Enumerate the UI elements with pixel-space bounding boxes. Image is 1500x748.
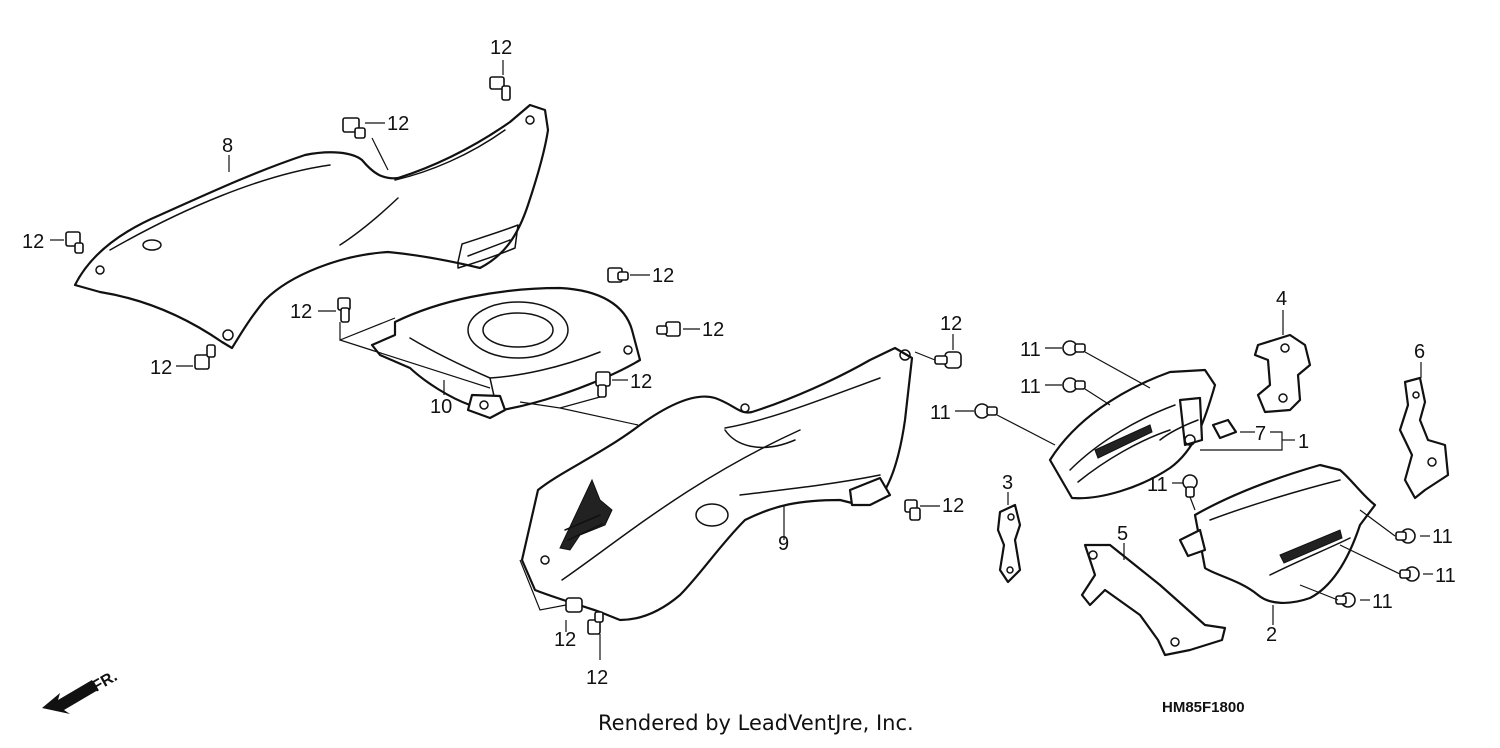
callout-11: 11	[1435, 565, 1456, 587]
callout-11: 11	[1020, 339, 1041, 361]
bolt-12-bottom-left	[194, 344, 216, 370]
bolt-12-tank-left	[337, 297, 351, 323]
part-10-tank-cover	[370, 286, 642, 420]
leader-lines	[50, 60, 1433, 660]
callout-7: 7	[1255, 423, 1266, 445]
callout-11: 11	[1020, 376, 1041, 398]
fasteners	[65, 76, 1420, 635]
bolt-12-tank-bottom	[595, 371, 611, 398]
callout-12: 12	[490, 37, 512, 59]
part-8-side-cover	[73, 103, 550, 350]
bolt-12-tank-right-a	[607, 267, 629, 283]
callout-5: 5	[1117, 523, 1128, 545]
callout-9: 9	[778, 533, 789, 555]
callout-12: 12	[630, 371, 652, 393]
screw-11-f	[1399, 566, 1420, 582]
callout-2: 2	[1266, 624, 1277, 646]
front-direction-marker: FR.	[42, 668, 120, 714]
callout-12: 12	[586, 667, 608, 689]
front-arrow-icon	[42, 680, 98, 714]
part-9-side-cover	[520, 346, 914, 622]
bolt-12-lower-a	[565, 597, 583, 613]
callout-12: 12	[387, 113, 409, 135]
callout-12: 12	[150, 357, 172, 379]
callout-11: 11	[930, 402, 951, 424]
callout-1: 1	[1298, 431, 1309, 453]
callout-labels: 12 12 8 12 12 12 12 12 10 12 12 12 9 12 …	[22, 37, 1456, 689]
part-4-bracket	[1253, 333, 1312, 414]
part-1-cover	[1048, 368, 1217, 500]
bolt-12-tank-right-b	[656, 321, 681, 337]
part-3-bracket	[996, 503, 1022, 584]
callout-12: 12	[290, 301, 312, 323]
part-2-cover	[1178, 463, 1377, 604]
callout-11: 11	[1147, 474, 1168, 496]
part-7-clip	[1211, 418, 1238, 440]
callout-4: 4	[1276, 288, 1287, 310]
part-5-stay	[1080, 543, 1227, 657]
bolt-12-left	[65, 231, 84, 254]
screw-11-g	[1335, 592, 1356, 608]
bolt-12-top	[489, 76, 511, 101]
bolt-12-upper	[342, 117, 366, 139]
diagram-code: HM85F1800	[1162, 699, 1245, 716]
callout-12: 12	[554, 629, 576, 651]
screw-11-e	[1395, 528, 1416, 544]
screw-11-d	[1182, 474, 1198, 498]
screw-11-a	[1062, 340, 1086, 356]
callout-12: 12	[940, 313, 962, 335]
callout-11: 11	[1372, 591, 1393, 613]
screw-11-c	[974, 403, 998, 419]
callout-11: 11	[1432, 526, 1453, 548]
part-6-bracket	[1398, 376, 1450, 500]
callout-12: 12	[942, 495, 964, 517]
callout-3: 3	[1002, 472, 1013, 494]
bolt-12-right-mid	[904, 499, 921, 521]
callout-6: 6	[1414, 341, 1425, 363]
callout-12: 12	[702, 319, 724, 341]
bolt-12-lower-b	[587, 611, 604, 635]
callout-8: 8	[222, 135, 233, 157]
callout-12: 12	[22, 231, 44, 253]
callout-10: 10	[430, 396, 452, 418]
grommet-12-right-top	[934, 351, 962, 369]
screw-11-b	[1062, 377, 1086, 393]
render-credit: Rendered by LeadVentJre, Inc.	[598, 711, 914, 735]
callout-12: 12	[652, 265, 674, 287]
